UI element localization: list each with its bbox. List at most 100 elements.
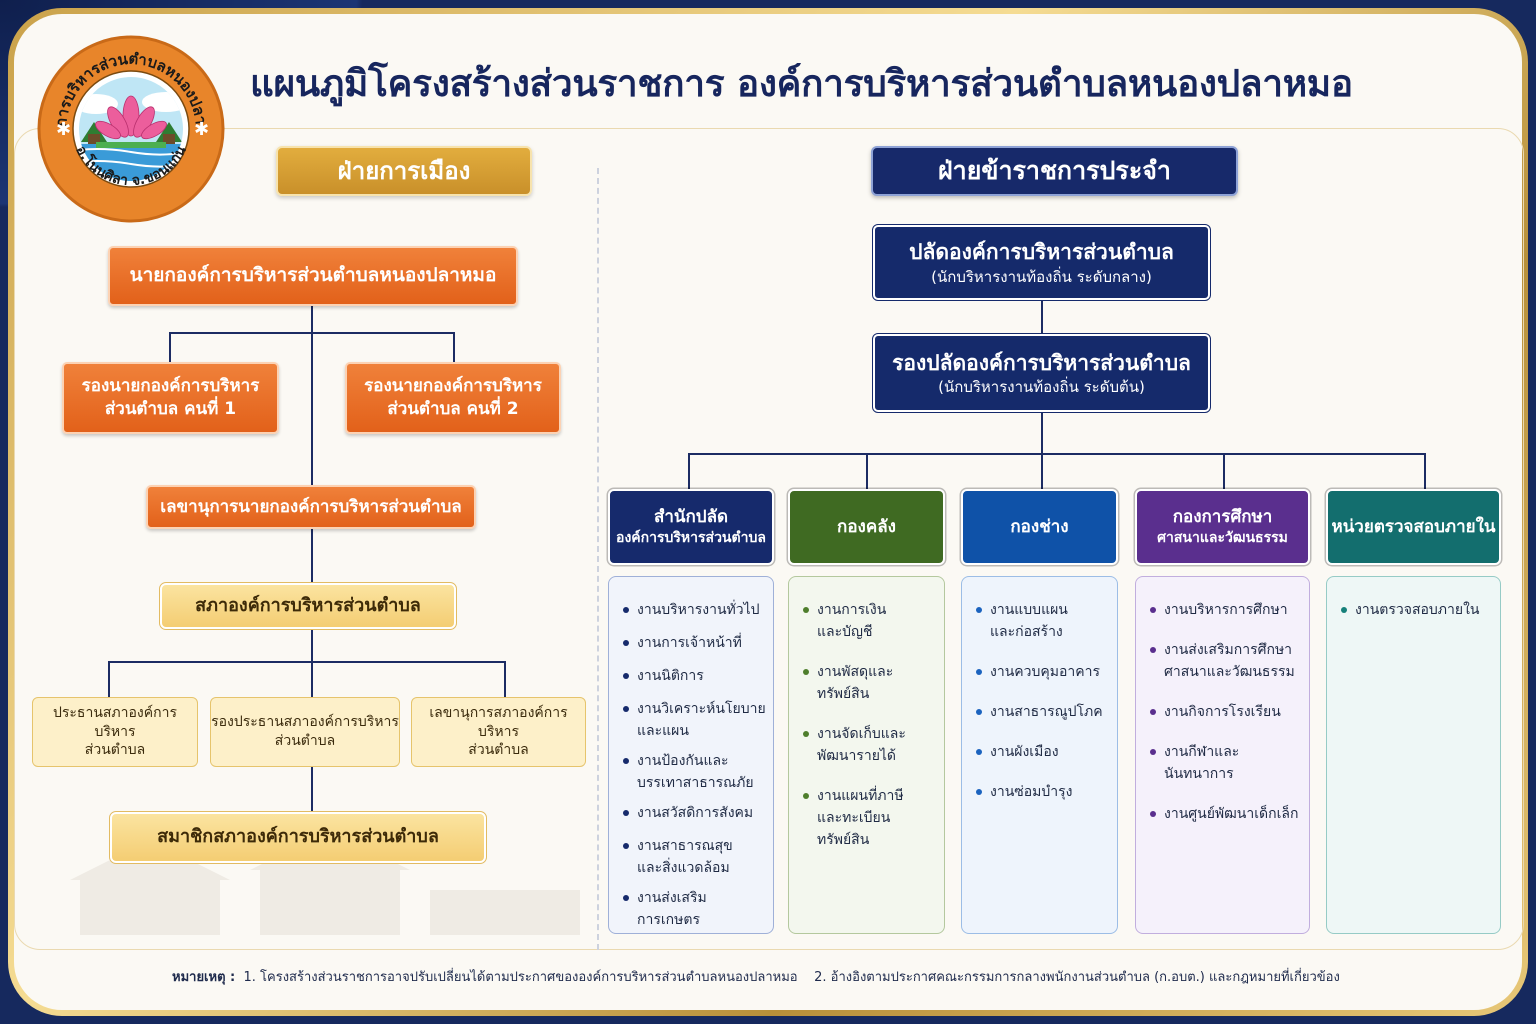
department-office-header: สำนักปลัดองค์การบริหารส่วนตำบล [608, 489, 774, 565]
task-text: ทรัพย์สิน [817, 686, 870, 702]
council-vice-line2: ส่วนตำบล [274, 733, 336, 749]
task-item: งานป้องกันและบรรเทาสาธารณภัย [621, 750, 769, 794]
task-item: งานส่งเสริมการศึกษาศาสนาและวัฒนธรรม [1148, 639, 1305, 683]
connector-line [866, 453, 868, 489]
mayor-secretary-label: เลขานุการนายกองค์การบริหารส่วนตำบล [160, 496, 462, 517]
connector-line [311, 305, 313, 485]
political-header-label: ฝ่ายการเมือง [337, 156, 471, 185]
department-engineering-header: กองช่าง [961, 489, 1118, 565]
connector-line [1424, 453, 1426, 489]
task-text: งานสาธารณูปโภค [990, 704, 1103, 720]
task-item: งานบริหารงานทั่วไป [621, 599, 769, 621]
council-secretary-line1: เลขานุการสภาองค์การบริหาร [429, 704, 568, 740]
council-vice-president-box: รองประธานสภาองค์การบริหาร ส่วนตำบล [210, 697, 400, 767]
task-text: งานส่งเสริมการเกษตร [637, 890, 707, 928]
connector-line [1041, 453, 1043, 489]
connector-line [311, 528, 313, 583]
department-audit-tasks: งานตรวจสอบภายใน [1326, 576, 1501, 934]
mayor-box: นายกองค์การบริหารส่วนตำบลหนองปลาหมอ [108, 246, 518, 306]
task-item: งานตรวจสอบภายใน [1339, 599, 1496, 621]
task-text: งานกิจการโรงเรียน [1164, 704, 1281, 720]
connector-line [108, 661, 110, 697]
footer-note-1: 1. โครงสร้างส่วนราชการอาจปรับเปลี่ยนได้ต… [243, 970, 798, 985]
task-text: งานผังเมือง [990, 744, 1059, 760]
task-item: งานนิติการ [621, 665, 769, 687]
task-text: งานการเจ้าหน้าที่ [637, 635, 742, 651]
council-president-line2: ส่วนตำบล [84, 742, 146, 759]
star-icon: ✱ [56, 119, 71, 140]
department-finance-tasks: งานการเงินและบัญชีงานพัสดุและทรัพย์สินงา… [788, 576, 945, 934]
task-item: งานสาธารณสุขและสิ่งแวดล้อม [621, 835, 769, 879]
council-members-label: สมาชิกสภาองค์การบริหารส่วนตำบล [157, 826, 439, 848]
mayor-secretary-box: เลขานุการนายกองค์การบริหารส่วนตำบล [146, 485, 476, 529]
task-item: งานแบบแผนและก่อสร้าง [974, 599, 1113, 643]
connector-line [453, 332, 455, 362]
political-header: ฝ่ายการเมือง [276, 146, 532, 196]
civil-header: ฝ่ายข้าราชการประจำ [871, 146, 1238, 196]
task-text: งานแผนที่ภาษี [817, 788, 904, 804]
chief-administrator-level: (นักบริหารงานท้องถิ่น ระดับกลาง) [931, 267, 1152, 286]
footer-notes: หมายเหตุ : 1. โครงสร้างส่วนราชการอาจปรับ… [172, 966, 1432, 987]
chief-administrator-box: ปลัดองค์การบริหารส่วนตำบล (นักบริหารงานท… [872, 224, 1211, 301]
task-text: งานนิติการ [637, 668, 704, 684]
department-name-line: สำนักปลัด [653, 507, 729, 528]
task-text: งานควบคุมอาคาร [990, 664, 1100, 680]
connector-line [1223, 453, 1225, 489]
deputy-mayor-1-box: รองนายกองค์การบริหาร ส่วนตำบล คนที่ 1 [62, 362, 279, 434]
connector-line [108, 661, 506, 663]
page-title: แผนภูมิโครงสร้างส่วนราชการ องค์การบริหาร… [250, 62, 1353, 105]
task-text: งานศูนย์พัฒนาเด็กเล็ก [1164, 806, 1299, 822]
council-label: สภาองค์การบริหารส่วนตำบล [195, 594, 421, 616]
deputy-mayor-1-line1: รองนายกองค์การบริหาร [81, 376, 260, 397]
task-text: งานสาธารณสุข [637, 838, 733, 854]
task-text: งานสวัสดิการสังคม [637, 805, 754, 821]
council-box: สภาองค์การบริหารส่วนตำบล [159, 582, 457, 630]
deputy-chief-level: (นักบริหารงานท้องถิ่น ระดับต้น) [938, 378, 1145, 397]
task-item: งานวิเคราะห์นโยบายและแผน [621, 698, 769, 742]
department-audit-header: หน่วยตรวจสอบภายใน [1326, 489, 1501, 565]
task-text: งานบริหารการศึกษา [1164, 602, 1288, 618]
footer-note-2: 2. อ้างอิงตามประกาศคณะกรรมการกลางพนักงาน… [814, 970, 1340, 985]
task-item: งานบริหารการศึกษา [1148, 599, 1305, 621]
council-members-box: สมาชิกสภาองค์การบริหารส่วนตำบล [109, 811, 487, 864]
task-text: และทะเบียนทรัพย์สิน [817, 810, 891, 848]
civil-header-label: ฝ่ายข้าราชการประจำ [938, 156, 1171, 186]
department-finance-header: กองคลัง [788, 489, 945, 565]
task-item: งานผังเมือง [974, 741, 1113, 763]
star-icon: ✱ [194, 119, 209, 140]
task-text: และแผน [637, 723, 689, 739]
connector-line [688, 453, 690, 489]
footer-label: หมายเหตุ : [172, 970, 236, 985]
task-text: งานส่งเสริมการศึกษา [1164, 642, 1293, 658]
department-engineering-tasks: งานแบบแผนและก่อสร้างงานควบคุมอาคารงานสาธ… [961, 576, 1118, 934]
task-item: งานการเงินและบัญชี [801, 599, 940, 643]
deputy-chief-administrator-box: รองปลัดองค์การบริหารส่วนตำบล (นักบริหารง… [872, 333, 1211, 413]
task-item: งานจัดเก็บและพัฒนารายได้ [801, 723, 940, 767]
department-education-tasks: งานบริหารการศึกษางานส่งเสริมการศึกษาศาสน… [1135, 576, 1310, 934]
task-text: งานพัสดุและ [817, 664, 894, 680]
task-text: งานการเงิน [817, 602, 887, 618]
task-item: งานกีฬาและนันทนาการ [1148, 741, 1305, 785]
department-name-line: กองการศึกษา [1172, 507, 1273, 528]
organization-logo: องค์การบริหารส่วนตำบลหนองปลาหมอ อ.โนนศิล… [36, 34, 225, 223]
department-name-line: ศาสนาและวัฒนธรรม [1157, 530, 1288, 547]
deputy-mayor-2-box: รองนายกองค์การบริหาร ส่วนตำบล คนที่ 2 [345, 362, 561, 434]
mayor-label: นายกองค์การบริหารส่วนตำบลหนองปลาหมอ [129, 264, 497, 287]
council-president-box: ประธานสภาองค์การบริหาร ส่วนตำบล [32, 697, 198, 767]
task-text: พัฒนารายได้ [817, 748, 897, 764]
council-vice-line1: รองประธานสภาองค์การบริหาร [211, 714, 399, 731]
task-text: นันทนาการ [1164, 766, 1234, 782]
task-text: บรรเทาสาธารณภัย [637, 775, 754, 791]
task-text: และบัญชี [817, 624, 873, 640]
task-item: งานกิจการโรงเรียน [1148, 701, 1305, 723]
chief-administrator-title: ปลัดองค์การบริหารส่วนตำบล [909, 240, 1174, 265]
connector-line [1041, 300, 1043, 334]
deputy-chief-title: รองปลัดองค์การบริหารส่วนตำบล [892, 350, 1191, 375]
department-name-line: หน่วยตรวจสอบภายใน [1331, 516, 1496, 537]
connector-line [688, 453, 1426, 455]
task-item: งานพัสดุและทรัพย์สิน [801, 661, 940, 705]
task-text: งานตรวจสอบภายใน [1355, 602, 1480, 618]
task-text: งานกีฬาและ [1164, 744, 1240, 760]
connector-line [169, 332, 455, 334]
task-item: งานสวัสดิการสังคม [621, 802, 769, 824]
